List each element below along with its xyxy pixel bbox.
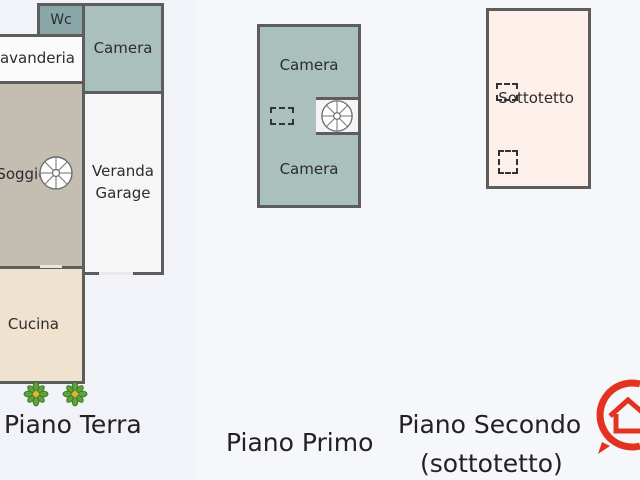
chimney-marker [270, 107, 294, 125]
room-veranda-garage: Veranda Garage [82, 91, 164, 275]
house-logo-icon [596, 379, 640, 454]
room-bedroom-bottom-label: Camera [279, 160, 339, 178]
room-veranda-label: Veranda [92, 162, 154, 181]
caption-first-floor: Piano Primo [226, 428, 374, 457]
room-wc: Wc [37, 3, 85, 37]
skylight-marker [496, 83, 518, 101]
room-laundry: avanderia [0, 34, 85, 84]
room-garage-label: Garage [95, 184, 151, 202]
room-laundry-label: avanderia [0, 49, 75, 68]
doorway [99, 272, 133, 275]
caption-ground-floor: Piano Terra [4, 410, 142, 439]
doorway [40, 265, 62, 268]
room-kitchen-label: Cucina [7, 315, 59, 334]
skylight-marker [498, 150, 518, 174]
room-bedroom-top-label: Camera [279, 56, 339, 74]
spiral-staircase-icon [321, 100, 353, 132]
plant-icon [23, 381, 49, 407]
room-attic: Sottotetto [486, 8, 591, 189]
spiral-staircase-icon [39, 156, 73, 190]
plant-icon [62, 381, 88, 407]
room-bedroom-ground: Camera [82, 3, 164, 94]
room-kitchen: Cucina [0, 266, 85, 384]
caption-second-floor: Piano Secondo [398, 410, 582, 439]
room-wc-label: Wc [50, 11, 72, 28]
room-bedroom-ground-label: Camera [93, 38, 153, 57]
caption-second-floor-sub: (sottotetto) [420, 449, 563, 478]
